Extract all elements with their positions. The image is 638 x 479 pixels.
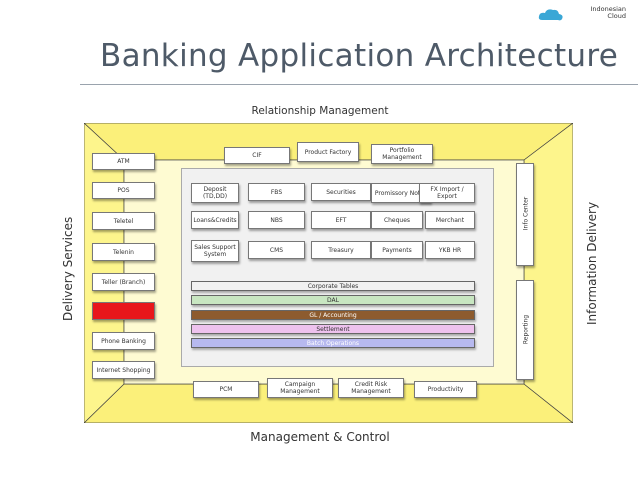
channel-internet-shopping: Internet Shopping (92, 361, 155, 379)
channel-teletel: Teletel (92, 212, 155, 230)
grid-cheques: Cheques (371, 211, 423, 229)
channel-pos: POS (92, 182, 155, 199)
channel-atm: ATM (92, 153, 155, 170)
box-campaign-management: Campaign Management (267, 378, 333, 398)
grid-nbs: NBS (248, 211, 305, 229)
box-cif: CIF (224, 147, 290, 164)
layer-settlement: Settlement (191, 324, 475, 334)
channel-red-highlight (92, 302, 155, 320)
reporting-label: Reporting (522, 314, 530, 345)
grid-merchant: Merchant (425, 211, 475, 229)
channel-telenin: Telenin (92, 243, 155, 261)
grid-sales-support-system: Sales Support System (191, 240, 239, 262)
grid-fx-import-export: FX Import / Export (419, 183, 475, 203)
grid-treasury: Treasury (311, 241, 371, 259)
layer-dal: DAL (191, 295, 475, 305)
logo-line-2: Cloud (607, 12, 626, 20)
page-title: Banking Application Architecture (100, 38, 619, 74)
box-info-center: Info Center (516, 163, 534, 266)
channel-phone-banking: Phone Banking (92, 332, 155, 350)
grid-loans-credits: Loans&Credits (191, 211, 239, 229)
logo-line-1: Indonesian (590, 5, 626, 13)
box-productivity: Productivity (414, 381, 477, 398)
grid-securities: Securities (311, 183, 371, 201)
box-portfolio-management: Portfolio Management (371, 144, 433, 164)
title-divider (80, 84, 638, 85)
grid-promissory-notes: Promissory Notes (371, 183, 431, 203)
grid-fbs: FBS (248, 183, 305, 201)
box-pcm: PCM (193, 381, 259, 398)
grid-payments: Payments (371, 241, 423, 259)
grid-eft: EFT (311, 211, 371, 229)
channel-teller-branch: Teller (Branch) (92, 273, 155, 291)
grid-cms: CMS (248, 241, 305, 259)
layer-gl-accounting: GL / Accounting (191, 310, 475, 320)
cloud-icon (538, 9, 563, 21)
caption-information-delivery: Information Delivery (585, 201, 599, 325)
info-center-label: Info Center (522, 196, 530, 231)
box-product-factory: Product Factory (297, 142, 359, 162)
box-reporting: Reporting (516, 280, 534, 380)
caption-management-control: Management & Control (250, 430, 390, 444)
caption-relationship-management: Relationship Management (251, 105, 389, 117)
layer-corporate-tables: Corporate Tables (191, 281, 475, 291)
grid-ykb-hr: YKB HR (425, 241, 475, 259)
grid-deposit: Deposit (TD,DD) (191, 183, 239, 203)
layer-batch-operations: Batch Operations (191, 338, 475, 348)
box-credit-risk-management: Credit Risk Management (338, 378, 404, 398)
company-logo: Indonesian Cloud (536, 6, 626, 28)
